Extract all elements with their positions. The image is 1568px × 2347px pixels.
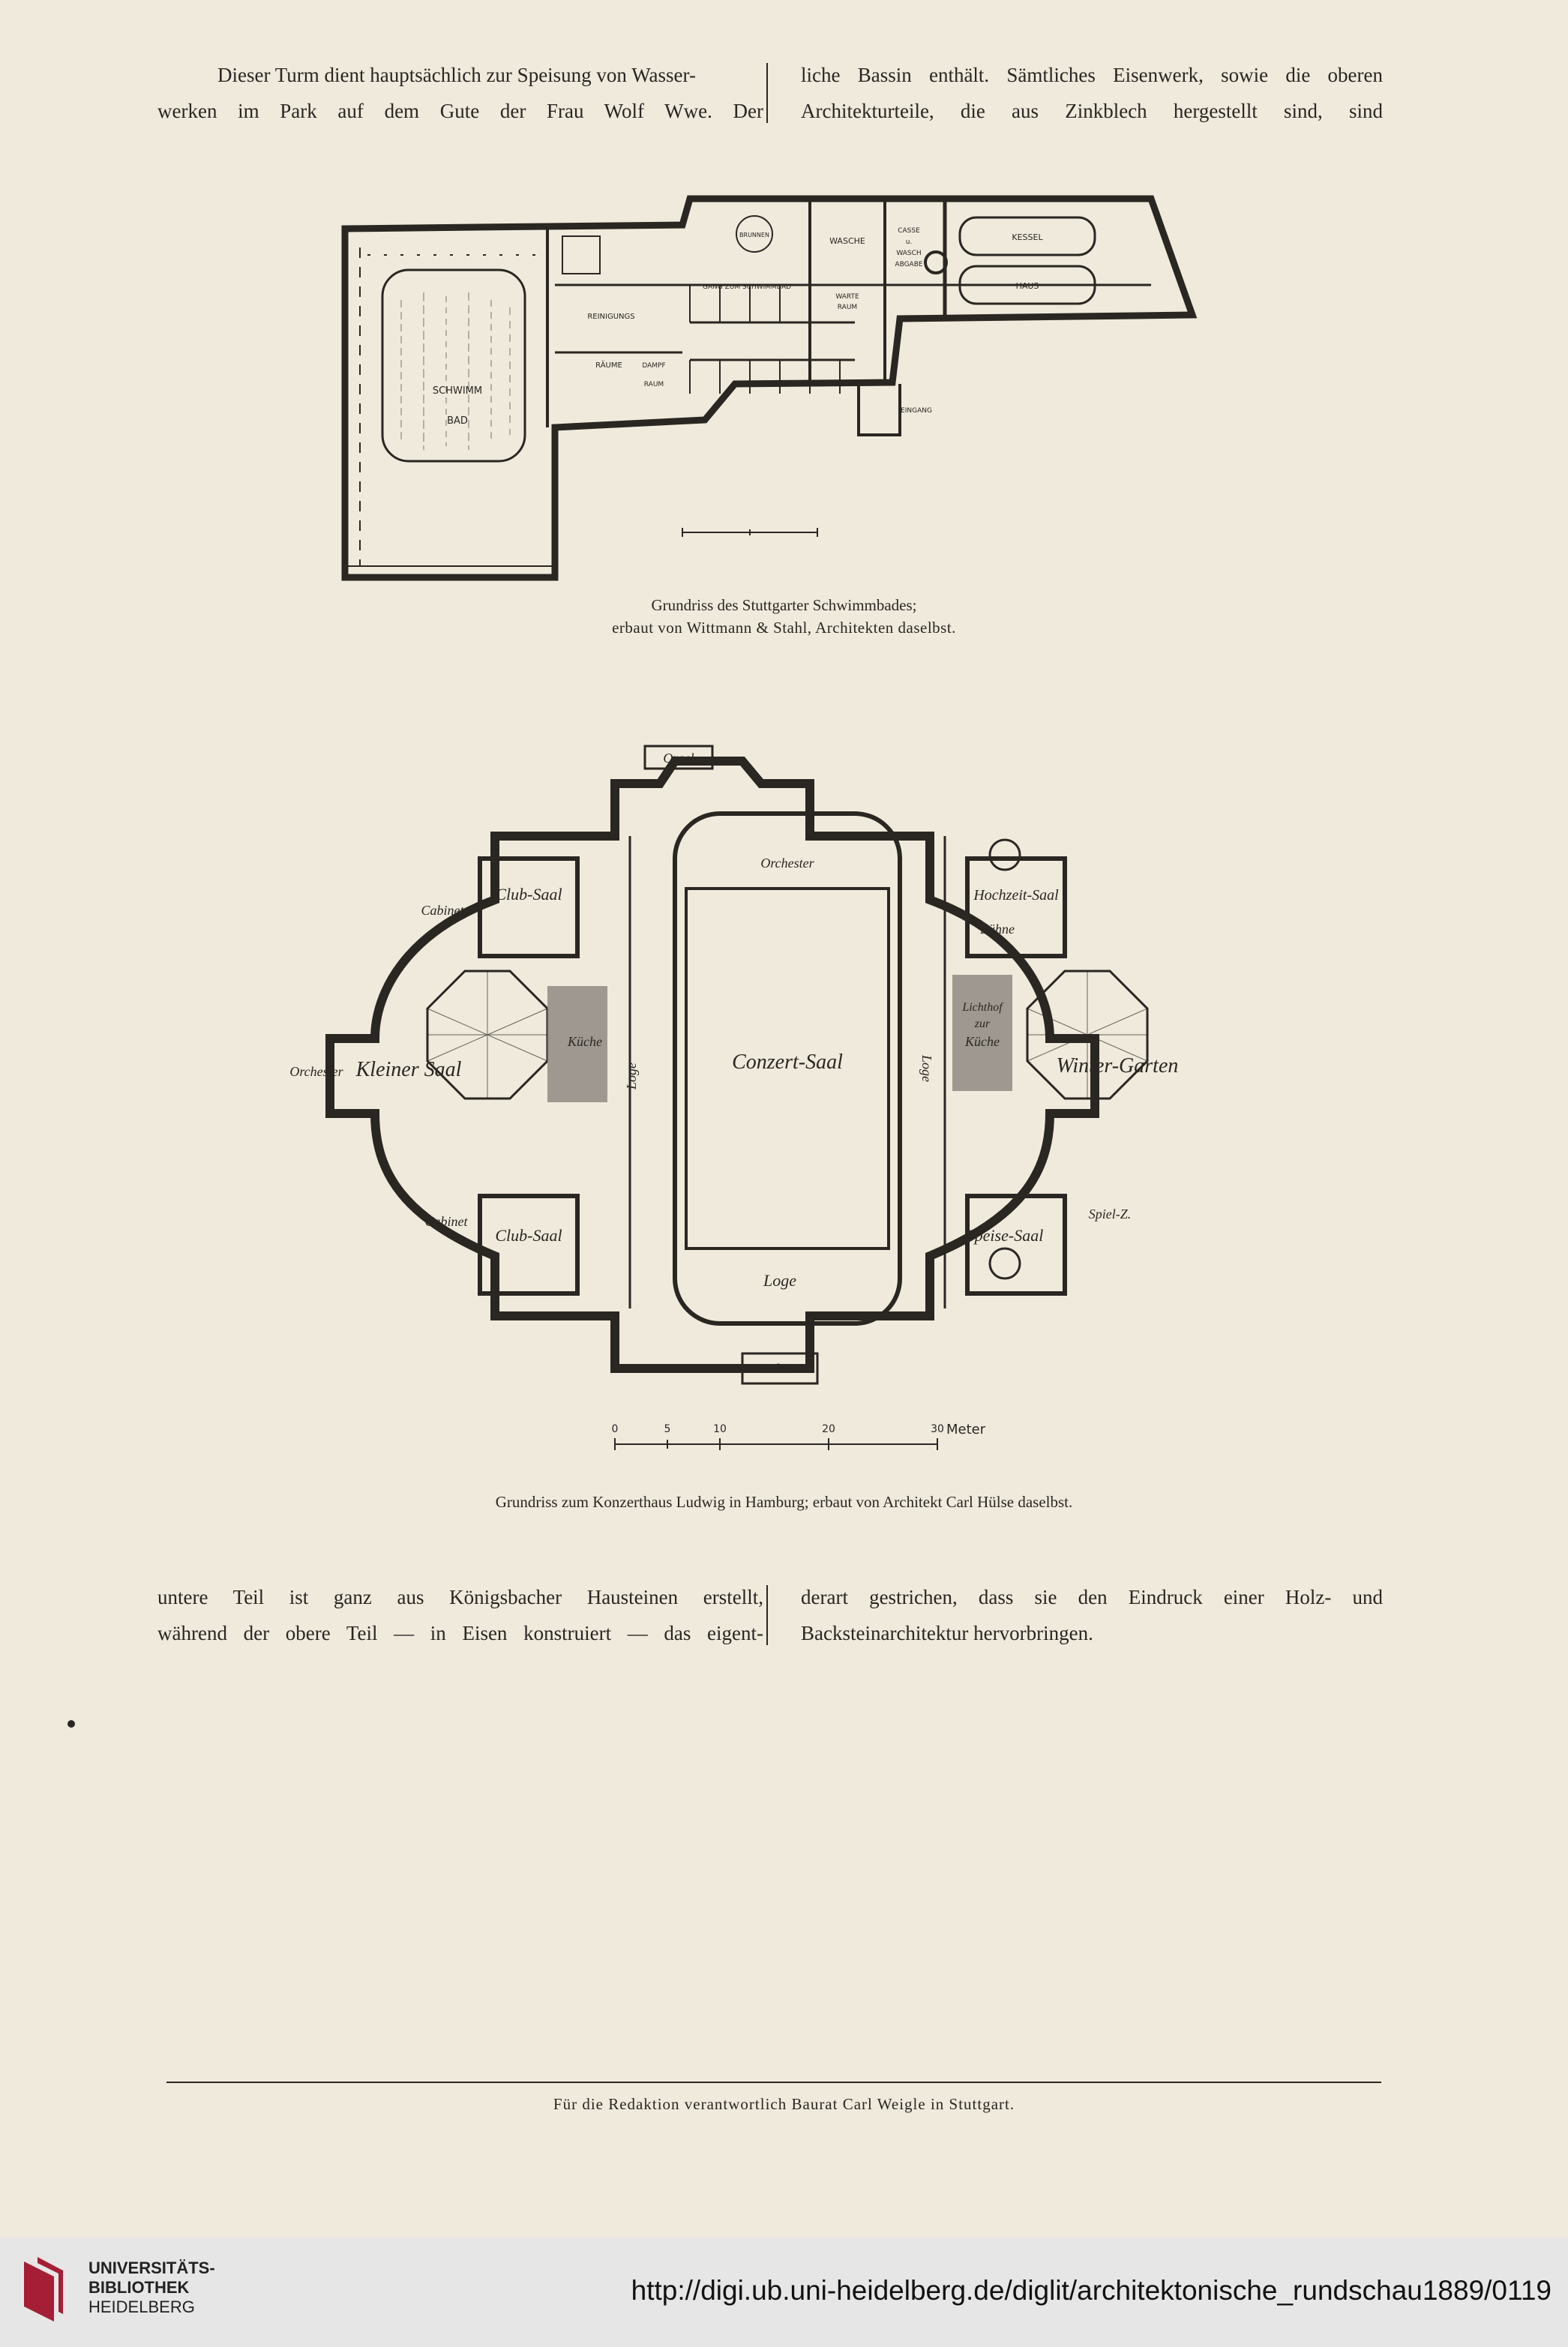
label-bad: BAD: [447, 415, 468, 427]
label-reinigungs: REINIGUNGS: [587, 313, 634, 321]
caption-line: Grundriss des Stuttgarter Schwimmbades;: [651, 596, 917, 614]
text-line: liche Bassin enthält. Sämtliches Eisenwe…: [801, 64, 1383, 86]
label-warte: WARTE: [835, 293, 859, 301]
label-gang: GANG ZUM SCHWIMMBAD: [703, 283, 791, 291]
library-bar: UNIVERSITÄTS- BIBLIOTHEK HEIDELBERG http…: [0, 2238, 1568, 2347]
text-line: derart gestrichen, dass sie den Eindruck…: [801, 1586, 1383, 1608]
scale-tick: 10: [713, 1423, 727, 1435]
scale-tick: 30: [931, 1423, 944, 1435]
label-club-saal-bottom: Club-Saal: [495, 1226, 562, 1245]
text-line: Dieser Turm dient hauptsächlich zur Spei…: [217, 64, 696, 86]
ink-dot: [67, 1720, 75, 1728]
bottom-text-left: untere Teil ist ganz aus Königsbacher Ha…: [157, 1579, 763, 1651]
university-library-logo-icon: [24, 2257, 63, 2322]
label-kessel: KESSEL: [1012, 232, 1043, 242]
plan1-caption: Grundriss des Stuttgarter Schwimmbades; …: [0, 594, 1568, 639]
label-abgabe: ABGABE: [895, 261, 922, 268]
label-hochzeit-saal: Hochzeit-Saal: [973, 887, 1059, 904]
scale-bar-meter: 0 5 10 20 30 Meter: [612, 1422, 986, 1450]
label-dampf: DAMPF: [642, 362, 665, 370]
text-line: untere Teil ist ganz aus Königsbacher Ha…: [157, 1586, 763, 1608]
label-eingang: EINGANG: [901, 407, 932, 415]
library-name: UNIVERSITÄTS- BIBLIOTHEK HEIDELBERG: [88, 2259, 215, 2317]
label-dampf-raum: RAUM: [644, 381, 664, 388]
label-loge-bottom: Loge: [763, 1271, 796, 1290]
label-loge-left: Loge: [624, 1063, 639, 1090]
label-balcon: Balcon: [761, 1361, 799, 1376]
library-name-line: BIBLIOTHEK: [88, 2278, 190, 2297]
scale-unit: Meter: [946, 1422, 986, 1437]
scale-tick: 0: [612, 1423, 619, 1435]
floor-plan-konzerthaus: Orgel Orchester Club-Saal Hochzeit-Saal …: [289, 745, 1179, 1385]
label-brunnen: BRUNNEN: [739, 232, 769, 238]
text-line: Architekturteile, die aus Zinkblech herg…: [801, 100, 1383, 122]
label-cabinet-top: Cabinet: [421, 903, 465, 918]
editorial-footer: Für die Redaktion verantwortlich Baurat …: [553, 2095, 1015, 2113]
label-lichthof: Lichthof: [961, 1001, 1004, 1014]
lichthof-shaded-right: [952, 975, 1012, 1091]
label-wasch: WASCH: [896, 250, 921, 257]
label-casse: CASSE: [898, 227, 920, 235]
label-u: u.: [906, 238, 913, 246]
top-text-right: liche Bassin enthält. Sämtliches Eisenwe…: [801, 57, 1383, 129]
label-loge-right: Loge: [919, 1054, 934, 1082]
caption-line: erbaut von Wittmann & Stahl, Architekten…: [612, 619, 956, 637]
text-line: während der obere Teil — in Eisen konstr…: [157, 1622, 763, 1644]
text-line: werken im Park auf dem Gute der Frau Wol…: [157, 100, 763, 122]
label-orchester-top: Orchester: [760, 856, 814, 871]
floor-plan-schwimmbad: BRUNNEN WASCHE CASSE u. WASCH ABGABE KES…: [341, 195, 1198, 581]
label-buhne: Bühne: [980, 922, 1015, 937]
kueche-shaded-left: [547, 986, 607, 1102]
footer-rule: [166, 2082, 1381, 2083]
bottom-text-right: derart gestrichen, dass sie den Eindruck…: [801, 1579, 1383, 1651]
label-cabinet-bottom: Cabinet: [425, 1214, 469, 1229]
label-kuche-right: Küche: [964, 1034, 1000, 1049]
label-wasche: WASCHE: [829, 236, 865, 246]
label-kleiner-saal: Kleiner Saal: [355, 1058, 462, 1081]
label-raume: RÄUME: [595, 360, 622, 370]
source-url-link[interactable]: http://digi.ub.uni-heidelberg.de/diglit/…: [631, 2275, 1552, 2306]
label-schwimm: SCHWIMM: [433, 385, 482, 397]
library-name-line: HEIDELBERG: [88, 2298, 195, 2316]
scale-bar-small: [682, 528, 818, 537]
label-haus: HAUS: [1016, 281, 1039, 291]
column-divider: [766, 63, 768, 123]
scale-tick: 20: [822, 1423, 835, 1435]
label-orgel: Orgel: [663, 751, 694, 766]
scale-tick: 5: [664, 1423, 671, 1435]
library-name-line: UNIVERSITÄTS-: [88, 2259, 215, 2277]
label-raum: RAUM: [838, 304, 857, 311]
column-divider: [766, 1585, 768, 1645]
plan2-caption: Grundriss zum Konzerthaus Ludwig in Hamb…: [495, 1493, 1073, 1511]
label-spiel-z: Spiel-Z.: [1089, 1206, 1132, 1221]
label-winter-garten: Winter-Garten: [1057, 1054, 1179, 1078]
label-orchester-left: Orchester: [289, 1064, 343, 1079]
text-line: Backsteinarchitektur hervorbringen.: [801, 1622, 1093, 1644]
top-text-left: Dieser Turm dient hauptsächlich zur Spei…: [157, 57, 763, 129]
label-kuche-left: Küche: [567, 1034, 602, 1049]
label-speise-saal: Speise-Saal: [967, 1226, 1044, 1245]
label-zur: zur: [974, 1018, 991, 1030]
label-conzert-saal: Conzert-Saal: [732, 1051, 843, 1074]
label-club-saal-top: Club-Saal: [495, 885, 562, 904]
